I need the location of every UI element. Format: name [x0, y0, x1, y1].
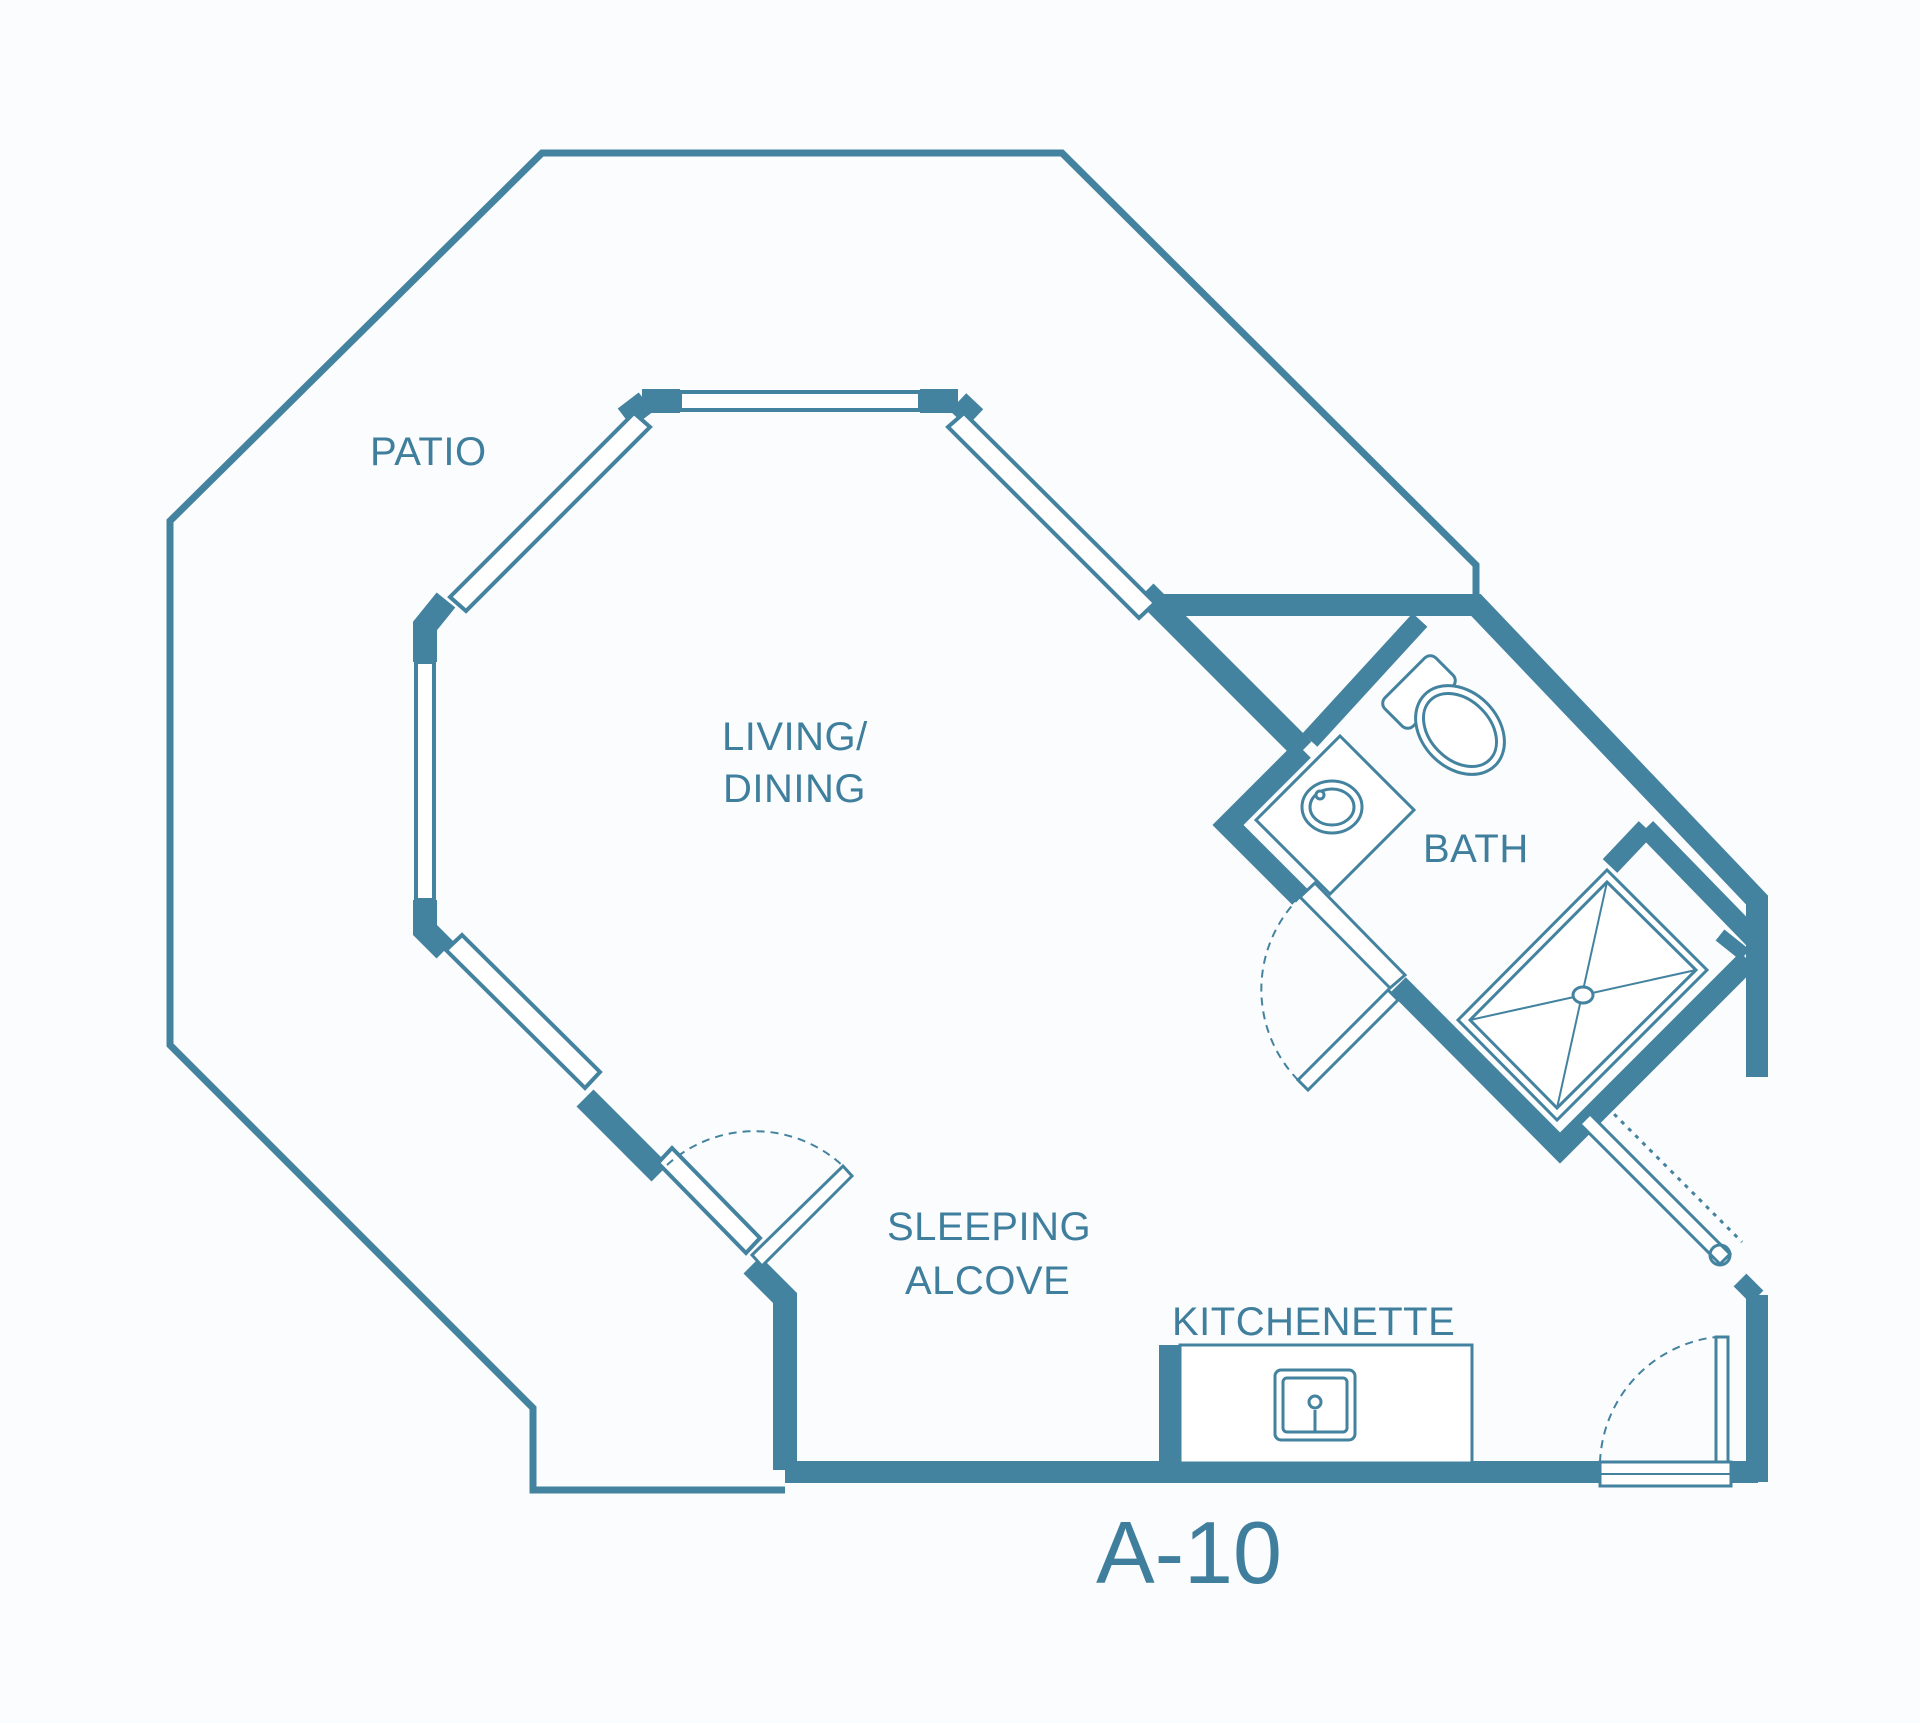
closet-door — [1577, 1098, 1744, 1267]
sleeping-label-line1: SLEEPING — [887, 1205, 1091, 1249]
bath-label: BATH — [1423, 827, 1529, 871]
bath-fixtures — [1253, 654, 1710, 1123]
unit-name: A-10 — [1096, 1503, 1282, 1602]
living-label-line1: LIVING/ — [722, 715, 868, 759]
entry-door — [1598, 1335, 1733, 1488]
sleeping-label-line2: ALCOVE — [905, 1259, 1070, 1303]
patio-outline — [166, 149, 1480, 1494]
kitchenette-label: KITCHENETTE — [1172, 1300, 1455, 1344]
windows — [414, 390, 1158, 1256]
kitchenette-counter — [1178, 1343, 1474, 1465]
patio-door — [666, 1130, 855, 1269]
living-label-line2: DINING — [723, 767, 866, 811]
patio-label: PATIO — [370, 430, 487, 474]
unit-walls — [413, 389, 1768, 1483]
bath-door — [1260, 880, 1408, 1093]
